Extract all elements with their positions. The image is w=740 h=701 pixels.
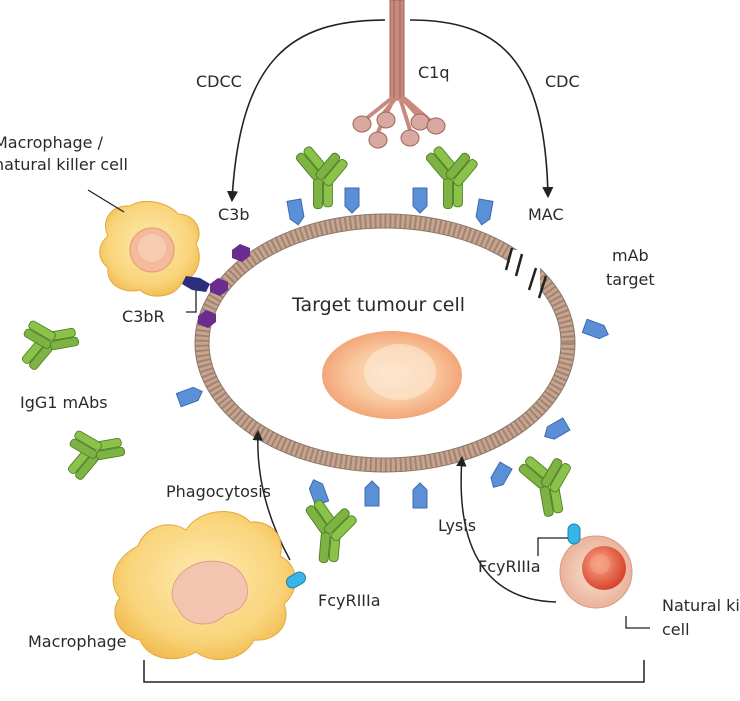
cdcc-arrow xyxy=(226,19,386,203)
mab-target-label-2: target xyxy=(606,270,655,289)
target-tumour-cell xyxy=(194,213,576,473)
natural-killer-label-2: cell xyxy=(662,620,690,639)
mab-target-label-1: mAb xyxy=(612,246,649,265)
antibody-icon xyxy=(14,312,83,374)
macrophage-label: Macrophage xyxy=(28,632,127,651)
mac-pore xyxy=(504,247,548,299)
natural-killer-label-1: Natural killer xyxy=(662,596,740,615)
c3b-markers xyxy=(198,244,250,328)
antigen-icon xyxy=(486,461,513,492)
phagocytosis-arrow xyxy=(252,429,291,561)
lysis-arrow xyxy=(456,455,557,603)
macrophage-cell xyxy=(112,511,296,661)
natural-killer-cell xyxy=(559,535,633,609)
cdcc-label: CDCC xyxy=(196,72,242,91)
lysis-label: Lysis xyxy=(438,516,476,535)
fcyr-nk-icon xyxy=(567,523,581,545)
antibody-icon xyxy=(424,144,480,210)
c1q-label: C1q xyxy=(418,63,450,82)
antibody-icon xyxy=(299,496,360,566)
antibody-icon xyxy=(515,448,580,521)
igg1-mabs-label: IgG1 mAbs xyxy=(20,393,108,412)
antigen-icon xyxy=(412,482,428,509)
antigen-icon xyxy=(286,198,306,227)
antigen-icon xyxy=(474,198,494,227)
c1q-icon xyxy=(352,0,446,149)
fcyr-macrophage-icon xyxy=(286,571,306,589)
antibody-icon xyxy=(294,144,350,210)
c3b-label: C3b xyxy=(218,205,250,224)
c3br-receptor xyxy=(182,276,210,292)
bottom-bracket xyxy=(143,660,645,683)
target-tumour-cell-label: Target tumour cell xyxy=(291,294,465,316)
antibody-icon xyxy=(60,422,129,484)
mac-label: MAC xyxy=(528,205,564,224)
fcyr-macrophage-label: FcyRIIIa xyxy=(318,591,381,610)
antigen-icon xyxy=(364,480,380,507)
antigen-icon xyxy=(412,187,428,214)
c3br-label: C3bR xyxy=(122,307,165,326)
antigen-icon xyxy=(175,384,206,408)
macrophage-nk-cell xyxy=(99,201,200,297)
phagocytosis-label: Phagocytosis xyxy=(166,482,271,501)
cdc-arrow xyxy=(409,19,554,199)
fcyr-nk-label: FcyRIIIa xyxy=(478,557,541,576)
antigen-icon xyxy=(581,318,612,342)
antigen-icon xyxy=(540,417,571,444)
macrophage-nk-label-1: Macrophage / xyxy=(0,133,104,152)
cdc-label: CDC xyxy=(545,72,580,91)
macrophage-nk-label-2: natural killer cell xyxy=(0,155,128,174)
antigen-icon xyxy=(344,187,360,214)
